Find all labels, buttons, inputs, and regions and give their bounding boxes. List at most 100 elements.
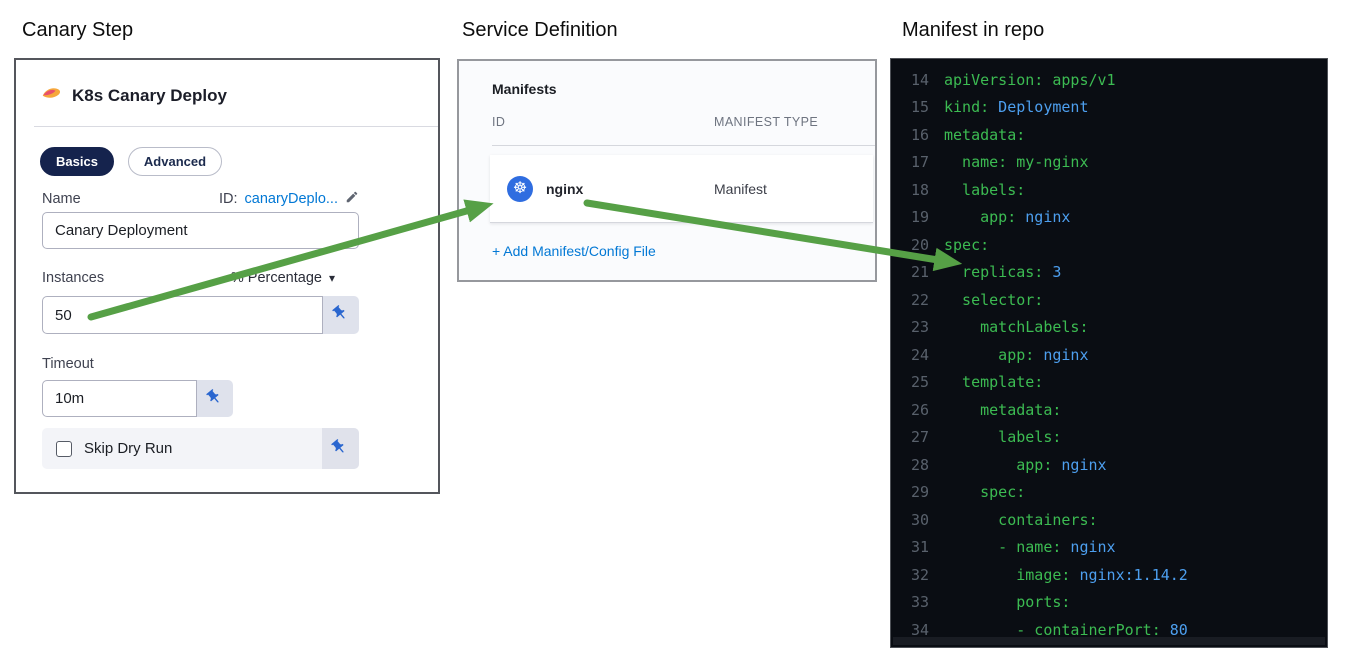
edit-pencil-icon[interactable] xyxy=(345,190,359,208)
service-definition-panel: Manifests ID MANIFEST TYPE ☸ nginx Manif… xyxy=(457,59,877,282)
code-line: 21 replicas: 3 xyxy=(891,259,1327,287)
code-text: - name: nginx xyxy=(944,538,1116,557)
line-number: 22 xyxy=(910,290,929,309)
line-number: 18 xyxy=(910,180,929,199)
skip-dry-run-pin-button[interactable] xyxy=(322,428,359,469)
line-number: 16 xyxy=(910,125,929,144)
line-number: 29 xyxy=(910,483,929,502)
code-text: replicas: 3 xyxy=(944,263,1062,282)
line-number: 34 xyxy=(910,620,929,639)
code-text: spec: xyxy=(944,483,1026,502)
code-text: labels: xyxy=(944,428,1062,447)
kubernetes-icon: ☸ xyxy=(507,175,533,202)
line-number: 31 xyxy=(910,538,929,557)
code-text: name: my-nginx xyxy=(944,153,1089,172)
line-number: 33 xyxy=(910,593,929,612)
code-line: 26 metadata: xyxy=(891,396,1327,424)
timeout-label-row: Timeout xyxy=(42,356,359,372)
timeout-label: Timeout xyxy=(42,356,94,372)
code-text: app: nginx xyxy=(944,345,1089,364)
step-title: K8s Canary Deploy xyxy=(72,85,227,105)
manifest-in-repo-heading: Manifest in repo xyxy=(902,19,1045,41)
add-manifest-link[interactable]: + Add Manifest/Config File xyxy=(492,243,656,259)
code-line: 33 ports: xyxy=(891,589,1327,617)
step-id-group: ID: canaryDeplo... xyxy=(219,190,359,208)
code-line: 24 app: nginx xyxy=(891,341,1327,369)
canary-bird-icon xyxy=(40,82,62,109)
line-number: 15 xyxy=(910,98,929,117)
code-text: ports: xyxy=(944,593,1071,612)
manifest-id: nginx xyxy=(546,180,584,197)
code-text: matchLabels: xyxy=(944,318,1089,337)
line-number: 20 xyxy=(910,235,929,254)
manifest-type: Manifest xyxy=(714,180,767,197)
code-line: 32 image: nginx:1.14.2 xyxy=(891,561,1327,589)
step-tabs: Basics Advanced xyxy=(40,147,223,176)
pin-icon xyxy=(201,385,228,413)
line-number: 32 xyxy=(910,565,929,584)
code-text: app: nginx xyxy=(944,208,1071,227)
line-number: 30 xyxy=(910,510,929,529)
instances-input[interactable]: 50 xyxy=(42,296,323,334)
code-line: 28 app: nginx xyxy=(891,451,1327,479)
line-number: 26 xyxy=(910,400,929,419)
step-id-link[interactable]: canaryDeplo... xyxy=(244,191,339,207)
id-prefix: ID: xyxy=(218,191,238,207)
timeout-pin-button[interactable] xyxy=(197,380,233,417)
line-number: 19 xyxy=(910,208,929,227)
line-number: 21 xyxy=(910,263,929,282)
table-header-divider xyxy=(492,145,875,146)
line-number: 23 xyxy=(910,318,929,337)
code-text: kind: Deployment xyxy=(944,98,1089,117)
header-divider xyxy=(34,126,438,127)
chevron-down-icon: ▾ xyxy=(328,271,335,285)
code-line: 31 - name: nginx xyxy=(891,534,1327,562)
code-text: metadata: xyxy=(944,400,1062,419)
line-number: 17 xyxy=(910,153,929,172)
skip-dry-run-row: Skip Dry Run xyxy=(42,428,359,469)
code-line: 15 kind: Deployment xyxy=(891,94,1327,122)
code-line: 34 - containerPort: 80 xyxy=(891,616,1327,644)
tab-advanced[interactable]: Advanced xyxy=(127,147,223,176)
code-line: 14 apiVersion: apps/v1 xyxy=(891,66,1327,94)
code-line: 22 selector: xyxy=(891,286,1327,314)
line-number: 14 xyxy=(910,70,929,89)
code-text: labels: xyxy=(944,180,1026,199)
name-label: Name xyxy=(42,191,81,207)
canary-step-heading: Canary Step xyxy=(22,19,134,41)
instances-label-row: Instances % Percentage ▾ xyxy=(42,270,359,286)
column-header-id: ID xyxy=(492,115,506,129)
code-text: template: xyxy=(944,373,1044,392)
code-text: app: nginx xyxy=(944,455,1107,474)
code-line: 18 labels: xyxy=(891,176,1327,204)
code-line: 30 containers: xyxy=(891,506,1327,534)
instances-unit-dropdown[interactable]: % Percentage ▾ xyxy=(231,270,335,286)
step-header: K8s Canary Deploy xyxy=(40,82,227,109)
manifest-row-nginx[interactable]: ☸ nginx Manifest xyxy=(490,155,873,223)
code-text: - containerPort: 80 xyxy=(944,620,1188,639)
code-line: 20 spec: xyxy=(891,231,1327,259)
line-number: 28 xyxy=(910,455,929,474)
code-line: 29 spec: xyxy=(891,479,1327,507)
line-number: 27 xyxy=(910,428,929,447)
service-definition-heading: Service Definition xyxy=(462,19,618,41)
timeout-control: 10m xyxy=(42,380,233,417)
instances-unit-label: % Percentage xyxy=(230,270,322,286)
tab-basics[interactable]: Basics xyxy=(40,147,114,176)
name-input[interactable]: Canary Deployment xyxy=(42,212,359,249)
column-header-manifest-type: MANIFEST TYPE xyxy=(714,115,819,129)
pin-icon xyxy=(327,435,354,463)
manifests-title: Manifests xyxy=(492,81,557,97)
horizontal-scrollbar[interactable] xyxy=(893,637,1325,645)
canary-step-panel: K8s Canary Deploy Basics Advanced Name I… xyxy=(14,58,440,494)
instances-pin-button[interactable] xyxy=(323,296,359,334)
code-text: selector: xyxy=(944,290,1044,309)
timeout-input[interactable]: 10m xyxy=(42,380,197,417)
code-text: spec: xyxy=(944,235,990,254)
line-number: 25 xyxy=(910,373,929,392)
skip-dry-run-checkbox[interactable] xyxy=(56,440,72,457)
code-text: apiVersion: apps/v1 xyxy=(944,70,1116,89)
